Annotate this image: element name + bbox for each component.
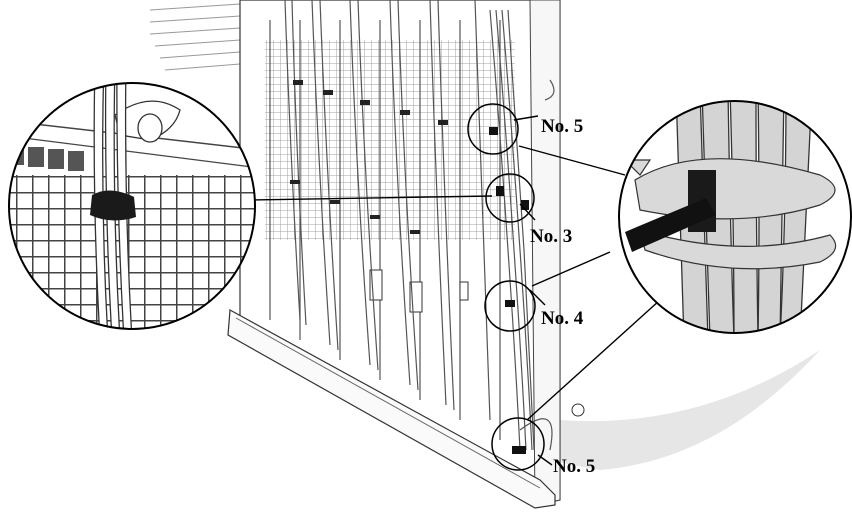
callout-label-no5-top: No. 5 [541,116,583,137]
callout-label-no3: No. 3 [530,226,572,247]
callout-circle-no3 [485,173,535,223]
callout-circle-no4 [484,280,536,332]
callout-labels: No. 5 No. 3 No. 4 No. 5 [530,116,595,477]
callout-tie-marks [489,127,529,454]
left-inset [8,82,256,330]
right-inset [618,100,852,334]
leader-lines [249,115,661,466]
floor-shadow [240,330,820,470]
small-cable-ties [290,80,448,234]
callout-circle-no5-bottom [491,417,545,471]
callout-label-no5-bottom: No. 5 [553,456,595,477]
callout-label-no4: No. 4 [541,308,584,329]
callout-circles [467,103,545,471]
callout-circle-no5-top [467,103,519,155]
